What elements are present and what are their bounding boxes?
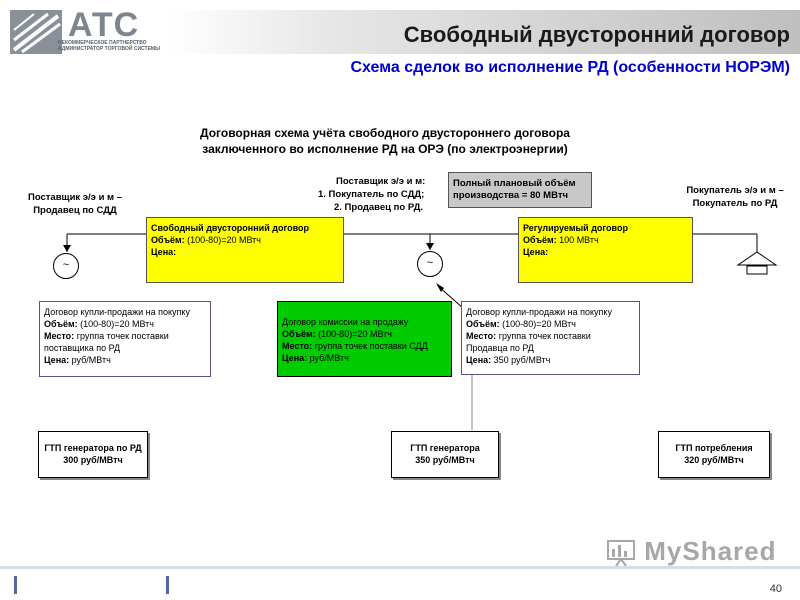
page-number: 40 xyxy=(769,583,782,595)
party-left-line-1: Поставщик э/э и м – xyxy=(27,192,123,203)
contract-left-place-value-1: группа точек поставки xyxy=(74,331,169,341)
gtp-generator-rd-box: ГТП генератора по РД 300 руб/МВтч xyxy=(38,431,148,478)
party-right-line-1: Покупатель э/э и м – xyxy=(686,185,784,196)
page-title: Свободный двусторонний договор xyxy=(403,22,790,47)
contract-right-place-value-2: Продавца по РД xyxy=(466,343,534,353)
contract-mid-title: Договор комиссии на продажу xyxy=(282,317,409,327)
consumer-base xyxy=(746,265,768,275)
gtp-left-line-2: 300 руб/МВтч xyxy=(63,455,123,465)
contract-right-price-label: Цена: xyxy=(466,355,492,365)
gtp-generator-box: ГТП генератора 350 руб/МВтч xyxy=(391,431,499,478)
contract-right-volume-label: Объём: xyxy=(466,319,500,329)
logo-text: АТС xyxy=(68,6,140,44)
gtp-right-line-1: ГТП потребления xyxy=(675,443,753,453)
gtp-mid-line-1: ГТП генератора xyxy=(410,443,480,453)
party-supplier-left: Поставщик э/э и м – Продавец по СДД xyxy=(10,191,140,217)
contract-left-title: Договор купли-продажи на покупку xyxy=(44,307,190,317)
contract-left-price-label: Цена: xyxy=(44,355,70,365)
logo-sub-line-2: АДМИНИСТРАТОР ТОРГОВОЙ СИСТЕМЫ xyxy=(58,46,160,52)
contract-mid-volume-label: Объём: xyxy=(282,329,316,339)
watermark-text: MyShared xyxy=(644,536,777,566)
contract-left-volume-value: (100-80)=20 МВтч xyxy=(77,319,154,329)
contract-right-place-label: Место: xyxy=(466,331,497,341)
logo-icon xyxy=(10,10,62,54)
plan-volume-line-2: производства = 80 МВтч xyxy=(453,190,568,201)
rd-price-label: Цена: xyxy=(523,247,549,257)
contract-right-box: Договор купли-продажи на покупку Объём: … xyxy=(461,301,640,375)
gtp-right-line-2: 320 руб/МВтч xyxy=(684,455,744,465)
contract-mid-box: Договор комиссии на продажу Объём: (100-… xyxy=(277,301,452,377)
rd-box: Регулируемый договор Объём: 100 МВтч Цен… xyxy=(518,217,693,283)
heading-line-2: заключенного во исполнение РД на ОРЭ (по… xyxy=(202,142,568,156)
logo-subtitle: НЕКОММЕРЧЕСКОЕ ПАРТНЕРСТВО АДМИНИСТРАТОР… xyxy=(58,40,168,52)
contract-mid-volume-value: (100-80)=20 МВтч xyxy=(315,329,392,339)
contract-mid-price-value: руб/МВтч xyxy=(307,353,349,363)
sdd-title: Свободный двусторонний договор xyxy=(151,223,309,233)
party-left-line-2: Продавец по СДД xyxy=(33,205,117,216)
footer-tick-left xyxy=(14,576,17,594)
gtp-consumption-box: ГТП потребления 320 руб/МВтч xyxy=(658,431,770,478)
logo xyxy=(10,8,160,58)
sdd-price-label: Цена: xyxy=(151,247,177,257)
contract-left-box: Договор купли-продажи на покупку Объём: … xyxy=(39,301,211,377)
page-subtitle: Схема сделок во исполнение РД (особеннос… xyxy=(350,59,791,76)
logo-sub-line-1: НЕКОММЕРЧЕСКОЕ ПАРТНЕРСТВО xyxy=(58,40,147,46)
footer-divider xyxy=(0,566,800,569)
contract-right-volume-value: (100-80)=20 МВтч xyxy=(499,319,576,329)
sdd-volume-value: (100-80)=20 МВтч xyxy=(184,235,261,245)
plan-volume-box: Полный плановый объём производства = 80 … xyxy=(448,172,592,208)
watermark: MyShared xyxy=(606,536,777,567)
party-right-line-2: Покупатель по РД xyxy=(692,198,778,209)
rd-title: Регулируемый договор xyxy=(523,223,628,233)
contract-right-title: Договор купли-продажи на покупку xyxy=(466,307,612,317)
party-buyer-right: Покупатель э/э и м – Покупатель по РД xyxy=(670,184,800,210)
contract-left-price-value: руб/МВтч xyxy=(69,355,111,365)
heading-line-1: Договорная схема учёта свободного двусто… xyxy=(200,126,570,140)
generator-left-icon: ~ xyxy=(53,253,79,279)
consumer-triangle xyxy=(736,251,778,266)
party-mid-line-3: 2. Продавец по РД. xyxy=(334,202,423,213)
presentation-icon xyxy=(607,540,635,567)
party-mid-line-2: 1. Покупатель по СДД; xyxy=(318,189,425,200)
contract-left-place-label: Место: xyxy=(44,331,75,341)
contract-left-place-value-2: поставщика по РД xyxy=(44,343,121,353)
party-mid-line-1: Поставщик э/э и м: xyxy=(336,176,426,187)
sdd-box: Свободный двусторонний договор Объём: (1… xyxy=(146,217,344,283)
footer-tick-mid xyxy=(166,576,169,594)
contract-mid-place-label: Место: xyxy=(282,341,313,351)
party-supplier-mid: Поставщик э/э и м: 1. Покупатель по СДД;… xyxy=(318,175,448,214)
contract-right-place-value-1: группа точек поставки xyxy=(496,331,591,341)
contract-mid-price-label: Цена: xyxy=(282,353,308,363)
contract-right-price-value: 350 руб/МВтч xyxy=(491,355,551,365)
rd-volume-label: Объём: xyxy=(523,235,557,245)
plan-volume-line-1: Полный плановый объём xyxy=(453,178,576,189)
contract-mid-place-value: группа точек поставки СДД xyxy=(312,341,428,351)
header-bar xyxy=(168,10,800,54)
generator-mid-icon: ~ xyxy=(417,251,443,277)
diagram-heading: Договорная схема учёта свободного двусто… xyxy=(180,125,590,157)
diag-arrowhead xyxy=(436,283,444,292)
gtp-mid-line-2: 350 руб/МВтч xyxy=(415,455,475,465)
rd-volume-value: 100 МВтч xyxy=(556,235,599,245)
mid-arrowhead xyxy=(426,243,434,250)
gtp-left-line-1: ГТП генератора по РД xyxy=(44,443,142,453)
sdd-volume-label: Объём: xyxy=(151,235,185,245)
contract-left-volume-label: Объём: xyxy=(44,319,78,329)
left-arrowhead xyxy=(63,245,71,252)
